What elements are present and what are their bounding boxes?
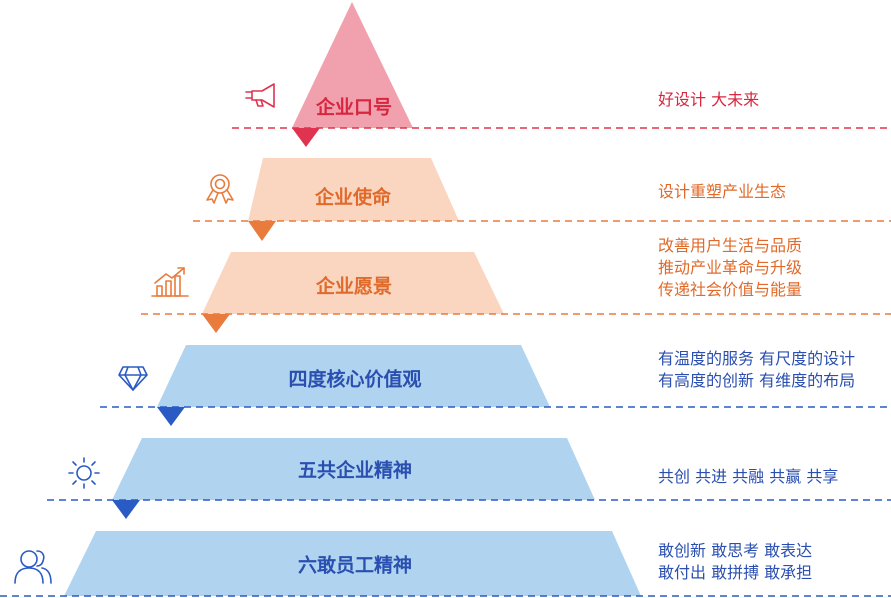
- dashed-divider-lines: [0, 127, 891, 597]
- tier-triangle-markers: [112, 128, 320, 519]
- people-icon: [14, 550, 52, 584]
- tier-label-mission: 企业使命: [314, 186, 392, 209]
- description-line: 好设计 大未来: [658, 90, 760, 109]
- tier-shape-mission: [248, 158, 459, 221]
- tier-label-employee-spirit: 六敢员工精神: [297, 554, 413, 577]
- tier-description-employee-spirit: 敢创新 敢思考 敢表达 敢付出 敢拼搏 敢承担: [658, 540, 812, 584]
- description-line: 敢创新 敢思考 敢表达: [658, 541, 813, 560]
- tier-shape-core-values: [157, 345, 550, 407]
- tier-label-corporate-spirit: 五共企业精神: [297, 459, 413, 482]
- tier-shape-vision: [202, 252, 504, 314]
- sun-icon: [68, 457, 100, 489]
- description-line: 推动产业革命与升级: [658, 258, 803, 277]
- tier-shape-slogan: [292, 2, 413, 128]
- tier-label-vision: 企业愿景: [315, 275, 393, 298]
- award-ribbon-icon: [206, 174, 234, 204]
- megaphone-icon: [245, 83, 275, 108]
- tier-description-core-values: 有温度的服务 有尺度的设计 有高度的创新 有维度的布局: [658, 348, 855, 392]
- tier-description-mission: 设计重塑产业生态: [658, 181, 786, 203]
- description-line: 有高度的创新 有维度的布局: [658, 371, 856, 390]
- tier-label-core-values: 四度核心价值观: [288, 368, 422, 391]
- tier-description-slogan: 好设计 大未来: [658, 89, 759, 111]
- diamond-icon: [118, 366, 148, 391]
- description-line: 共创 共进 共融 共赢 共享: [658, 467, 839, 486]
- description-line: 改善用户生活与品质: [658, 236, 803, 255]
- pyramid-tiers: [64, 2, 641, 596]
- description-line: 有温度的服务 有尺度的设计: [658, 349, 856, 368]
- tier-shape-employee-spirit: [64, 531, 641, 596]
- description-line: 传递社会价值与能量: [658, 280, 803, 299]
- description-line: 敢付出 敢拼搏 敢承担: [658, 563, 813, 582]
- tier-marker-core-values: [157, 407, 185, 426]
- tier-marker-mission: [248, 221, 276, 241]
- description-line: 设计重塑产业生态: [658, 182, 787, 201]
- tier-description-corporate-spirit: 共创 共进 共融 共赢 共享: [658, 466, 838, 488]
- tier-shape-corporate-spirit: [112, 438, 595, 500]
- tier-marker-corporate-spirit: [112, 500, 140, 519]
- tier-marker-vision: [202, 314, 230, 333]
- growth-chart-icon: [151, 267, 189, 297]
- tier-description-vision: 改善用户生活与品质 推动产业革命与升级 传递社会价值与能量: [658, 235, 802, 301]
- tier-label-slogan: 企业口号: [315, 96, 393, 119]
- tier-marker-slogan: [292, 128, 320, 147]
